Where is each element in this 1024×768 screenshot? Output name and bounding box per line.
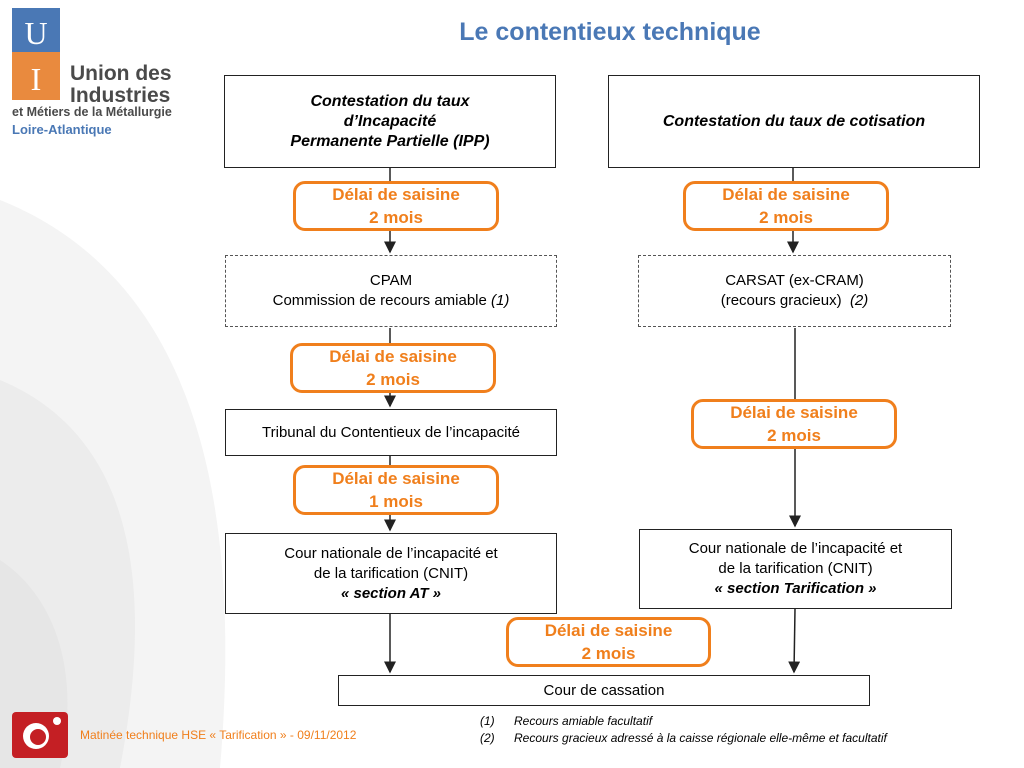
left-header-box: Contestation du taux d’Incapacité Perman… bbox=[224, 75, 556, 168]
delay-left-1: Délai de saisine 2 mois bbox=[293, 181, 499, 231]
right-header-label: Contestation du taux de cotisation bbox=[662, 112, 926, 130]
left-header-line3: Permanente Partielle (IPP) bbox=[290, 132, 490, 150]
footnote-2-text: Recours gracieux adressé à la caisse rég… bbox=[514, 731, 887, 745]
delay-value: 2 mois bbox=[369, 208, 423, 227]
cnit-tarif-line3: « section Tarification » bbox=[714, 580, 877, 597]
delay-label: Délai de saisine bbox=[544, 621, 673, 640]
delay-value: 2 mois bbox=[581, 644, 636, 663]
delay-value: 1 mois bbox=[369, 492, 423, 511]
right-header-box: Contestation du taux de cotisation bbox=[608, 75, 980, 168]
cassation-label: Cour de cassation bbox=[543, 681, 665, 699]
delay-label: Délai de saisine bbox=[332, 469, 460, 488]
logo-line4: Loire-Atlantique bbox=[12, 122, 112, 137]
footnote-2: (2) Recours gracieux adressé à la caisse … bbox=[480, 730, 887, 747]
cnit-at-line2: de la tarification (CNIT) bbox=[313, 564, 469, 582]
delay-label: Délai de saisine bbox=[730, 403, 858, 422]
carsat-box: CARSAT (ex-CRAM) (recours gracieux) (2) bbox=[638, 255, 951, 327]
page-title: Le contentieux technique bbox=[459, 18, 761, 46]
logo-letter-i: I bbox=[31, 61, 42, 97]
logo-letter-u: U bbox=[24, 15, 47, 51]
cnit-tarif-line1: Cour nationale de l’incapacité et bbox=[688, 540, 903, 557]
logo-mark: U I Union des Industries et Métiers de l… bbox=[12, 8, 172, 137]
cpam-box: CPAM Commission de recours amiable (1) bbox=[225, 255, 557, 327]
cnit-tarif-box: Cour nationale de l’incapacité et de la … bbox=[639, 529, 952, 609]
cpam-line1: CPAM bbox=[369, 272, 413, 289]
logo-line3: et Métiers de la Métallurgie bbox=[12, 105, 172, 119]
logo: U I Union des Industries et Métiers de l… bbox=[12, 8, 212, 143]
carsat-note: (2) bbox=[849, 292, 869, 309]
footnote-1: (1) Recours amiable facultatif bbox=[480, 713, 887, 730]
left-header-line1: Contestation du taux bbox=[310, 92, 470, 110]
delay-value: 2 mois bbox=[767, 426, 821, 445]
arrow-right-3 bbox=[788, 608, 801, 674]
carsat-line1: CARSAT (ex-CRAM) bbox=[725, 272, 864, 289]
footnote-1-num: (1) bbox=[480, 714, 495, 728]
delay-label: Délai de saisine bbox=[329, 347, 457, 366]
footnotes: (1) Recours amiable facultatif (2) Recours… bbox=[480, 713, 887, 747]
cnit-at-box: Cour nationale de l’incapacité et de la … bbox=[225, 533, 557, 614]
tribunal-box: Tribunal du Contentieux de l’incapacité bbox=[225, 409, 557, 456]
logo-line2: Industries bbox=[70, 84, 170, 107]
logo-line1: Union des bbox=[70, 62, 172, 85]
cassation-box: Cour de cassation bbox=[338, 675, 870, 706]
delay-left-3: Délai de saisine 1 mois bbox=[293, 465, 499, 515]
delay-right-1: Délai de saisine 2 mois bbox=[683, 181, 889, 231]
event-logo-icon bbox=[12, 712, 68, 758]
delay-bottom: Délai de saisine 2 mois bbox=[506, 617, 711, 667]
cnit-tarif-line2: de la tarification (CNIT) bbox=[718, 560, 873, 577]
cpam-note: (1) bbox=[491, 292, 510, 309]
delay-value: 2 mois bbox=[759, 208, 813, 227]
footnote-1-text: Recours amiable facultatif bbox=[514, 714, 653, 728]
delay-right-2: Délai de saisine 2 mois bbox=[691, 399, 897, 449]
footnote-2-num: (2) bbox=[480, 731, 495, 745]
delay-label: Délai de saisine bbox=[332, 185, 460, 204]
left-header-line2: d’Incapacité bbox=[343, 112, 437, 130]
delay-label: Délai de saisine bbox=[722, 185, 850, 204]
tribunal-label: Tribunal du Contentieux de l’incapacité bbox=[262, 423, 520, 441]
footer-event-text: Matinée technique HSE « Tarification » -… bbox=[80, 728, 357, 742]
carsat-line2-wrap: (recours gracieux) (2) bbox=[721, 291, 869, 311]
cnit-at-line3: « section AT » bbox=[340, 584, 442, 602]
carsat-line2: (recours gracieux) bbox=[720, 292, 842, 309]
cnit-at-line1: Cour nationale de l’incapacité et bbox=[284, 544, 498, 562]
cpam-line2: Commission de recours amiable bbox=[272, 292, 487, 309]
delay-value: 2 mois bbox=[366, 370, 420, 389]
delay-left-2: Délai de saisine 2 mois bbox=[290, 343, 496, 393]
cpam-line2-wrap: Commission de recours amiable (1) bbox=[273, 291, 510, 311]
